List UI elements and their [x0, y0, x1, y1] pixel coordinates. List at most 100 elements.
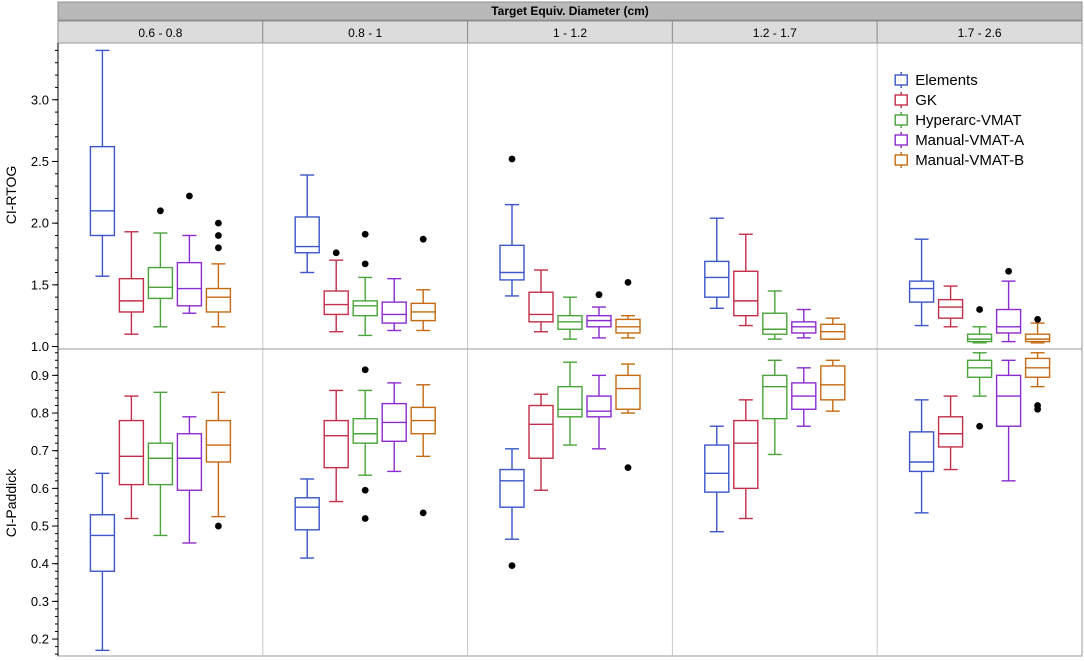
- box-manual-vmat-b: [820, 317, 846, 340]
- box-iqr: [499, 468, 525, 508]
- box-iqr: [147, 442, 174, 486]
- legend-item-elements: Elements: [894, 72, 978, 89]
- box-hyperarc-vmat: [557, 361, 583, 446]
- box-hyperarc-vmat: [352, 366, 378, 522]
- y-axis-label-ci-rtog: CI-RTOG: [3, 166, 19, 225]
- box-hyperarc-vmat: [762, 290, 788, 340]
- y-tick-label: 1.5: [31, 277, 49, 292]
- box-iqr: [294, 216, 320, 254]
- box-iqr: [557, 385, 583, 418]
- legend-label: Manual-VMAT-B: [915, 152, 1024, 169]
- box-iqr: [205, 419, 232, 463]
- box-manual-vmat-b: [820, 359, 846, 412]
- box-manual-vmat-a: [586, 291, 612, 339]
- y-tick-label: 0.8: [31, 406, 49, 421]
- y-tick-label: 2.0: [31, 216, 49, 231]
- box-iqr: [995, 308, 1022, 334]
- y-tick-label: 1.0: [31, 339, 49, 354]
- box-iqr: [528, 291, 554, 323]
- box-manual-vmat-a: [381, 277, 407, 332]
- box-iqr: [176, 261, 203, 307]
- box-gk: [118, 231, 145, 335]
- box-gk: [733, 233, 759, 327]
- box-iqr: [294, 497, 320, 531]
- box-iqr: [205, 287, 232, 313]
- panel-header-label: 0.8 - 1: [348, 26, 382, 40]
- legend-item-hyperarc-vmat: Hyperarc-VMAT: [894, 112, 1022, 129]
- box-iqr: [937, 298, 964, 319]
- box-elements: [294, 174, 320, 274]
- box-iqr: [586, 395, 612, 418]
- box-hyperarc-vmat: [557, 296, 583, 340]
- box-elements: [908, 399, 935, 514]
- y-tick-label: 0.6: [31, 481, 49, 496]
- outlier-point: [361, 366, 369, 374]
- box-iqr: [352, 300, 378, 317]
- y-axes: CI-RTOG CI-Paddick 1.01.52.02.53.00.20.3…: [3, 43, 59, 656]
- y-tick-label: 0.3: [31, 594, 49, 609]
- box-manual-vmat-a: [995, 359, 1022, 482]
- box-manual-vmat-b: [615, 363, 641, 472]
- box-iqr: [89, 514, 116, 572]
- box-iqr: [89, 145, 116, 237]
- outlier-point: [624, 278, 632, 286]
- legend-label: Elements: [915, 72, 978, 89]
- y-tick-label: 0.2: [31, 632, 49, 647]
- box-manual-vmat-b: [205, 219, 232, 328]
- box-iqr: [908, 431, 935, 473]
- panel-header-label: 0.6 - 0.8: [138, 26, 182, 40]
- y-tick-label: 0.4: [31, 556, 49, 571]
- boxes: [89, 49, 1051, 652]
- box-elements: [89, 472, 116, 652]
- box-manual-vmat-b: [205, 391, 232, 530]
- box-manual-vmat-b: [410, 235, 436, 332]
- outlier-point: [508, 155, 516, 163]
- box-gk: [528, 269, 554, 333]
- y-tick-label: 0.7: [31, 443, 49, 458]
- box-iqr: [528, 404, 554, 459]
- box-iqr: [118, 419, 145, 486]
- box-manual-vmat-a: [176, 192, 203, 314]
- box-hyperarc-vmat: [147, 391, 174, 537]
- outlier-point: [976, 422, 983, 430]
- outlier-point: [215, 522, 222, 530]
- box-gk: [323, 389, 349, 503]
- outlier-point: [419, 235, 427, 243]
- box-elements: [294, 478, 320, 559]
- outlier-point: [419, 509, 427, 517]
- legend-item-manual-vmat-a: Manual-VMAT-A: [894, 132, 1024, 149]
- box-iqr: [704, 444, 730, 493]
- box-iqr: [323, 419, 349, 469]
- box-elements: [499, 155, 525, 297]
- box-hyperarc-vmat: [352, 230, 378, 337]
- box-elements: [89, 49, 116, 277]
- box-elements: [908, 238, 935, 327]
- outlier-point: [976, 306, 983, 313]
- legend-swatch: [894, 94, 908, 106]
- outlier-point: [508, 562, 516, 569]
- box-iqr: [615, 374, 641, 410]
- box-elements: [499, 448, 525, 569]
- box-iqr: [704, 260, 730, 298]
- outlier-point: [215, 232, 222, 239]
- y-tick-label: 0.5: [31, 519, 49, 534]
- box-iqr: [995, 374, 1022, 427]
- box-manual-vmat-a: [791, 308, 817, 339]
- box-hyperarc-vmat: [966, 352, 993, 430]
- chart-title: Target Equiv. Diameter (cm): [491, 4, 649, 18]
- title-strip: [57, 1, 1083, 21]
- box-iqr: [147, 266, 174, 300]
- box-elements: [704, 425, 730, 533]
- legend-label: Hyperarc-VMAT: [915, 112, 1021, 129]
- panel-header-label: 1.2 - 1.7: [753, 26, 797, 40]
- box-manual-vmat-a: [995, 267, 1022, 343]
- outlier-point: [1005, 267, 1012, 275]
- legend-swatch: [894, 74, 908, 86]
- outlier-point: [215, 219, 222, 227]
- outlier-point: [1034, 315, 1041, 323]
- outlier-point: [361, 230, 369, 238]
- legend-swatch: [894, 154, 908, 166]
- outlier-point: [1034, 405, 1041, 413]
